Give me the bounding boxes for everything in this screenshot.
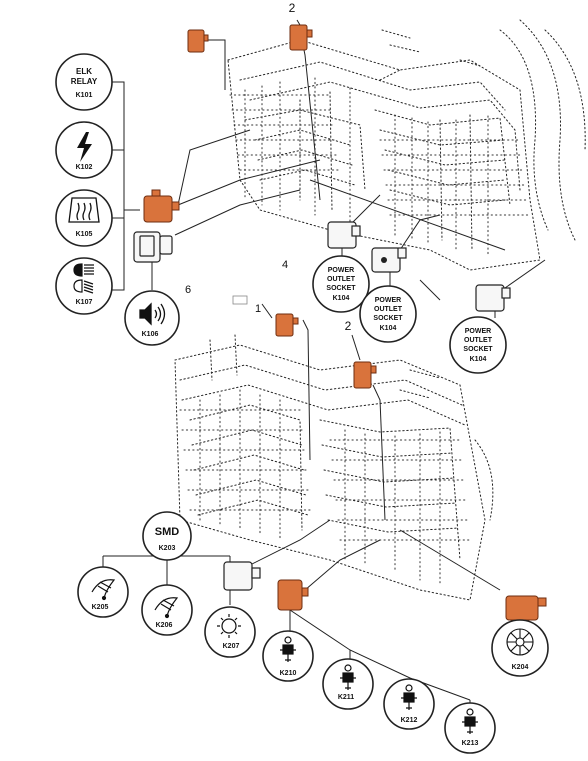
callout-k105: K105 [55, 189, 113, 247]
lightning-bolt-icon [77, 132, 92, 162]
relay-left-white [133, 231, 173, 263]
callout-k107-code: K107 [76, 299, 93, 306]
relay-k204-orange [505, 595, 547, 621]
callout-k210: K210 [262, 630, 314, 682]
relay-mid-1 [275, 313, 299, 337]
callout-smd-title: SMD [155, 526, 180, 538]
relay-power-3 [475, 284, 511, 312]
callout-elk-relay-code: K101 [76, 92, 93, 99]
relay-power-1 [327, 221, 361, 249]
callout-power-outlet-2-line2: OUTLET [374, 306, 403, 313]
callout-smd: SMD K203 [142, 511, 192, 561]
callout-k206: K206 [141, 584, 193, 636]
callout-elk-relay: ELK RELAY K101 [55, 53, 113, 111]
position-number-4: 4 [282, 259, 288, 271]
callout-power-outlet-1-line2: OUTLET [327, 276, 356, 283]
callout-power-outlet-1-line1: POWER [328, 267, 354, 274]
callout-k213: K213 [444, 702, 496, 754]
heated-rear-window-icon [68, 197, 100, 223]
callout-k106: K106 [124, 290, 180, 346]
relay-power-2 [371, 247, 407, 273]
callout-k213-code: K213 [462, 740, 479, 747]
pump-icon [280, 636, 296, 662]
headlight-icon [73, 263, 94, 294]
callout-k207-code: K207 [223, 643, 240, 650]
relay-mid-2 [353, 361, 377, 389]
wiper-icon [91, 579, 116, 601]
callout-k210-code: K210 [280, 670, 297, 677]
fan-wheel-icon [506, 628, 534, 656]
relay-top-center [289, 24, 313, 51]
relay-smd-white [223, 561, 261, 591]
relay-left-orange [143, 189, 180, 223]
position-numbers: 2 4 6 1 2 [185, 1, 352, 333]
pump-icon [340, 664, 356, 690]
callout-k102-code: K102 [76, 164, 93, 171]
callout-k207: K207 [204, 606, 256, 658]
callout-power-outlet-2-line1: POWER [375, 297, 401, 304]
upper-relay-box-drawing [227, 19, 586, 271]
callout-k211: K211 [322, 658, 374, 710]
callout-k107: K107 [55, 257, 113, 315]
callout-k205: K205 [77, 566, 129, 618]
callout-k105-code: K105 [76, 231, 93, 238]
callout-power-outlet-3-line2: OUTLET [464, 337, 493, 344]
light-icon [217, 614, 241, 638]
wiper-icon [154, 597, 179, 619]
relay-lower-orange [277, 579, 309, 611]
callout-power-outlet-2-line3: SOCKET [373, 315, 403, 322]
position-number-2-mid: 2 [345, 319, 352, 333]
callout-power-outlet-2-code: K104 [380, 325, 397, 332]
callout-power-outlet-1-code: K104 [333, 295, 350, 302]
callout-k205-code: K205 [92, 604, 109, 611]
pump-icon [462, 708, 478, 734]
callout-power-outlet-3-line3: SOCKET [463, 346, 493, 353]
callout-k212-code: K212 [401, 717, 418, 724]
callout-power-outlet-3: POWER OUTLET SOCKET K104 [449, 316, 507, 374]
callout-k102: K102 [55, 121, 113, 179]
callout-smd-code: K203 [159, 545, 176, 552]
horn-speaker-icon [139, 302, 166, 326]
callout-power-outlet-1-line3: SOCKET [326, 285, 356, 292]
position-number-2-top: 2 [289, 1, 296, 15]
callout-k206-code: K206 [156, 622, 173, 629]
callout-k211-code: K211 [338, 694, 354, 701]
callout-k204: K204 [491, 619, 549, 677]
callout-k106-code: K106 [142, 331, 159, 338]
callout-power-outlet-3-code: K104 [470, 356, 487, 363]
lower-relay-box-drawing [174, 334, 494, 601]
callout-power-outlet-3-line1: POWER [465, 328, 491, 335]
position-number-6: 6 [185, 284, 191, 296]
callout-k204-code: K204 [512, 664, 529, 671]
callout-power-outlet-2: POWER OUTLET SOCKET K104 [359, 285, 417, 343]
callout-k212: K212 [383, 678, 435, 730]
relay-top-left [187, 29, 209, 53]
callout-power-outlet-1: POWER OUTLET SOCKET K104 [312, 255, 370, 313]
pump-icon [401, 684, 417, 710]
position-number-1: 1 [255, 303, 261, 315]
callout-elk-relay-line2: RELAY [71, 77, 98, 86]
callout-elk-relay-line1: ELK [76, 67, 92, 76]
